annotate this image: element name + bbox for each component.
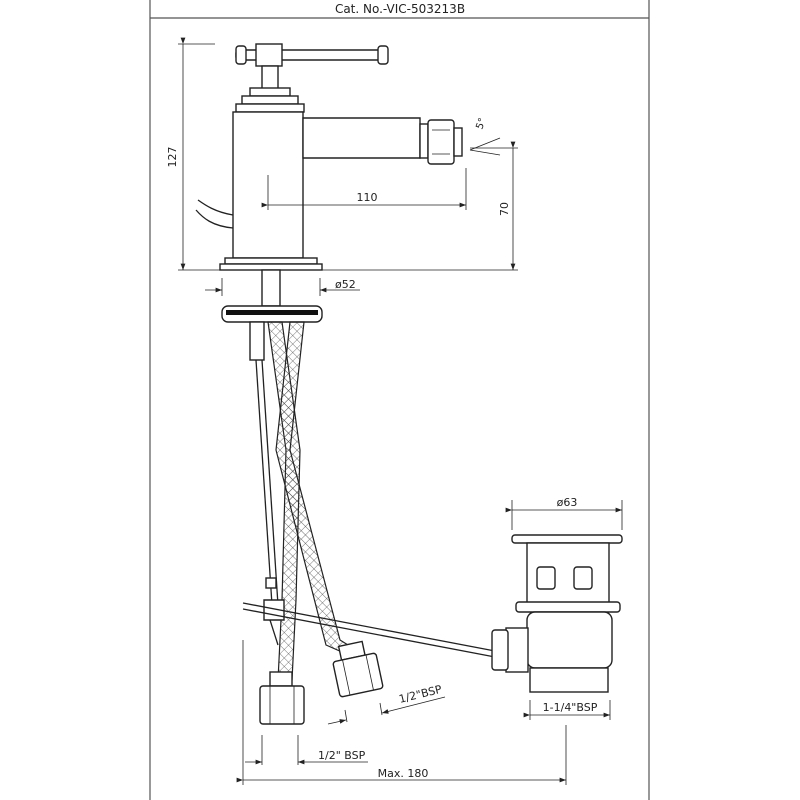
pop-up-rod	[242, 602, 496, 658]
base-assembly	[221, 269, 323, 361]
dim-aerator-angle: 5°	[474, 117, 488, 131]
dim-hose-thread-b: 1/2" BSP	[318, 749, 366, 762]
pop-up-waste	[491, 534, 623, 693]
dimension-lines	[178, 37, 623, 785]
dim-waste-diameter: ø63	[557, 496, 578, 509]
dim-hose-thread-a: 1/2"BSP	[398, 683, 444, 706]
flexible-hoses	[255, 321, 384, 725]
dim-base-diameter: ø52	[335, 278, 356, 291]
dim-height-total: 127	[166, 147, 179, 168]
dim-spout-reach: 110	[357, 191, 378, 204]
catalog-number: Cat. No.-VIC-503213B	[335, 2, 465, 16]
dim-spout-height: 70	[498, 202, 511, 216]
dim-max-length: Max. 180	[378, 767, 429, 780]
bidet-mixer-faucet	[195, 43, 463, 271]
dim-waste-thread: 1-1/4"BSP	[543, 701, 598, 714]
drawing-frame	[149, 0, 650, 800]
